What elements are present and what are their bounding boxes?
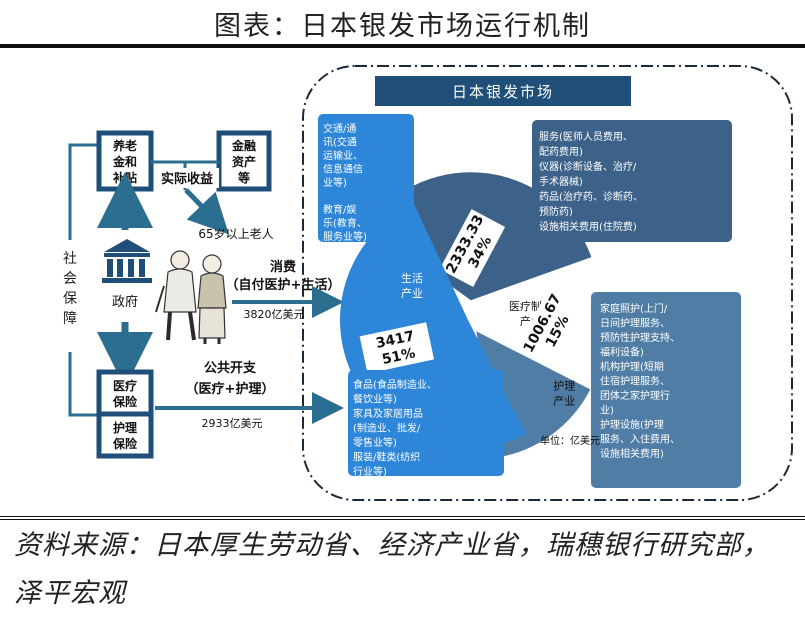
market-diagram: 日本银发市场 社 会 保 障 养老 金和 补贴 金融 资产 等 实际收益 65岁… [59, 65, 793, 501]
svg-text:保险: 保险 [112, 436, 138, 451]
transport-box-line: 教育/娱 [323, 203, 356, 216]
real-income-bg [155, 168, 219, 188]
transport-box-line: 乐(教育、 [323, 217, 367, 230]
life-box-line: 餐饮业等) [353, 393, 397, 406]
care-box-line: 住宿护理服务、 [600, 375, 670, 388]
svg-text:公共开支: 公共开支 [204, 360, 257, 376]
finance-assets-label: 金融 资产 等 [231, 138, 256, 185]
medical-box-line: 配药费用) [539, 145, 583, 158]
public-spending-label: 公共开支 （医疗+护理） [186, 360, 275, 397]
svg-text:（医疗+护理）: （医疗+护理） [186, 381, 275, 397]
page-title: 图表：日本银发市场运行机制 [214, 11, 591, 42]
pie-value-bg [359, 322, 435, 374]
care-box-line: 日间护理服务、 [600, 317, 670, 330]
care-box-line: 服务、入住费用、 [600, 433, 680, 446]
social-security-label-bg [59, 240, 81, 352]
medical-box-line: 仪器(诊断设备、治疗/ [539, 160, 637, 173]
svg-text:金和: 金和 [112, 154, 137, 169]
medical-box-line: 设施相关费用(住院费) [539, 220, 637, 233]
svg-text:等: 等 [237, 170, 250, 185]
pie-value-bg [517, 288, 583, 367]
life-box-line: 食品(食品制造业、 [353, 378, 437, 391]
svg-text:医疗: 医疗 [113, 378, 137, 393]
svg-text:护理: 护理 [113, 420, 137, 435]
svg-text:消费: 消费 [270, 259, 296, 275]
care-box-line: 预防性护理支持、 [600, 331, 680, 344]
market-frame [302, 65, 793, 501]
pie-slice-name: 产业 [401, 286, 423, 300]
source-rule-bottom [0, 519, 805, 520]
public-spending-amount: 2933亿美元 [202, 417, 263, 430]
pie-slice-name: 护理 [553, 378, 575, 392]
title-rule [0, 44, 805, 48]
source-note: 资料来源：日本厚生劳动省、经济产业省，瑞穗银行研究部，泽平宏观 [14, 530, 770, 609]
elderly-couple-illustration [155, 250, 227, 344]
care-box-line: 福利设备) [600, 346, 644, 359]
life-box-line: (制造业、批发/ [353, 422, 421, 435]
pie-slice-name: 生活 [401, 271, 423, 285]
life-box-line: 零售业等) [353, 436, 397, 449]
government-icon [102, 239, 152, 283]
real-income-label: 实际收益 [161, 171, 213, 187]
pie-percent: 51% [381, 345, 417, 368]
life-box-line: 服装/鞋类(纺织 [353, 451, 420, 464]
svg-text:社: 社 [63, 251, 77, 267]
svg-text:（自付医护+生活）: （自付医护+生活） [226, 277, 341, 293]
medical-box-line: 服务(医师人员费用、 [539, 130, 633, 143]
care-insurance-label: 护理 保险 [112, 420, 138, 451]
life-box-line: 家具及家居用品 [353, 407, 423, 420]
care-box-line: 团体之家护理行 [600, 389, 670, 402]
consumption-amount: 3820亿美元 [244, 308, 305, 321]
market-header-bar [375, 76, 631, 106]
care-box-line: 机构护理(短期 [600, 360, 664, 373]
unit-label: 单位：亿美元 [540, 434, 600, 447]
medical-pharma-box [532, 120, 732, 242]
seniors-label: 65岁以上老人 [198, 226, 273, 241]
care-box-line: 设施相关费用) [600, 447, 664, 460]
transport-education-box [318, 114, 414, 242]
svg-text:养老: 养老 [112, 138, 137, 153]
care-box-line: 护理设施(护理 [600, 418, 664, 431]
transport-box-line: 运输业、 [323, 149, 363, 162]
care-insurance-box [96, 411, 154, 459]
care-industry-box [591, 292, 741, 488]
pie-slice-name: 产业 [553, 393, 575, 407]
svg-text:资产: 资产 [232, 154, 256, 169]
care-box-line: 家庭照护(上门/ [600, 302, 668, 315]
life-industry-box [348, 370, 504, 476]
svg-text:障: 障 [63, 311, 77, 327]
life-box-line: 行业等) [353, 465, 387, 478]
medical-box-line: 预防药) [539, 205, 573, 218]
market-header: 日本银发市场 [452, 83, 554, 101]
pie-value: 3417 [374, 328, 415, 352]
social-security-label: 社 会 保 障 [63, 251, 77, 327]
transport-box-line: 业等) [323, 176, 347, 189]
svg-text:补贴: 补贴 [112, 170, 137, 185]
income-to-seniors-arrow [184, 188, 229, 235]
svg-text:保: 保 [63, 291, 77, 307]
svg-text:金融: 金融 [231, 138, 256, 153]
medical-insurance-box [96, 369, 154, 417]
care-box-line: 业) [600, 405, 614, 417]
svg-text:会: 会 [63, 271, 77, 287]
consumption-label: 消费 （自付医护+生活） [226, 259, 341, 293]
medical-insurance-label: 医疗 保险 [112, 378, 138, 409]
transport-box-line: 信息通信 [323, 163, 363, 176]
transport-box-line: 讯(交通 [323, 136, 357, 149]
pension-label: 养老 金和 补贴 [112, 138, 137, 185]
pie-value-bg [439, 209, 506, 288]
government-label: 政府 [112, 295, 138, 310]
svg-text:保险: 保险 [112, 394, 138, 409]
source-rule-top [0, 516, 805, 517]
medical-box-line: 手术器械) [539, 175, 583, 188]
transport-box-line: 交通/通 [323, 122, 356, 135]
transport-box-line: 服务业等) [323, 230, 367, 243]
medical-box-line: 药品(治疗药、诊断药、 [539, 190, 643, 203]
